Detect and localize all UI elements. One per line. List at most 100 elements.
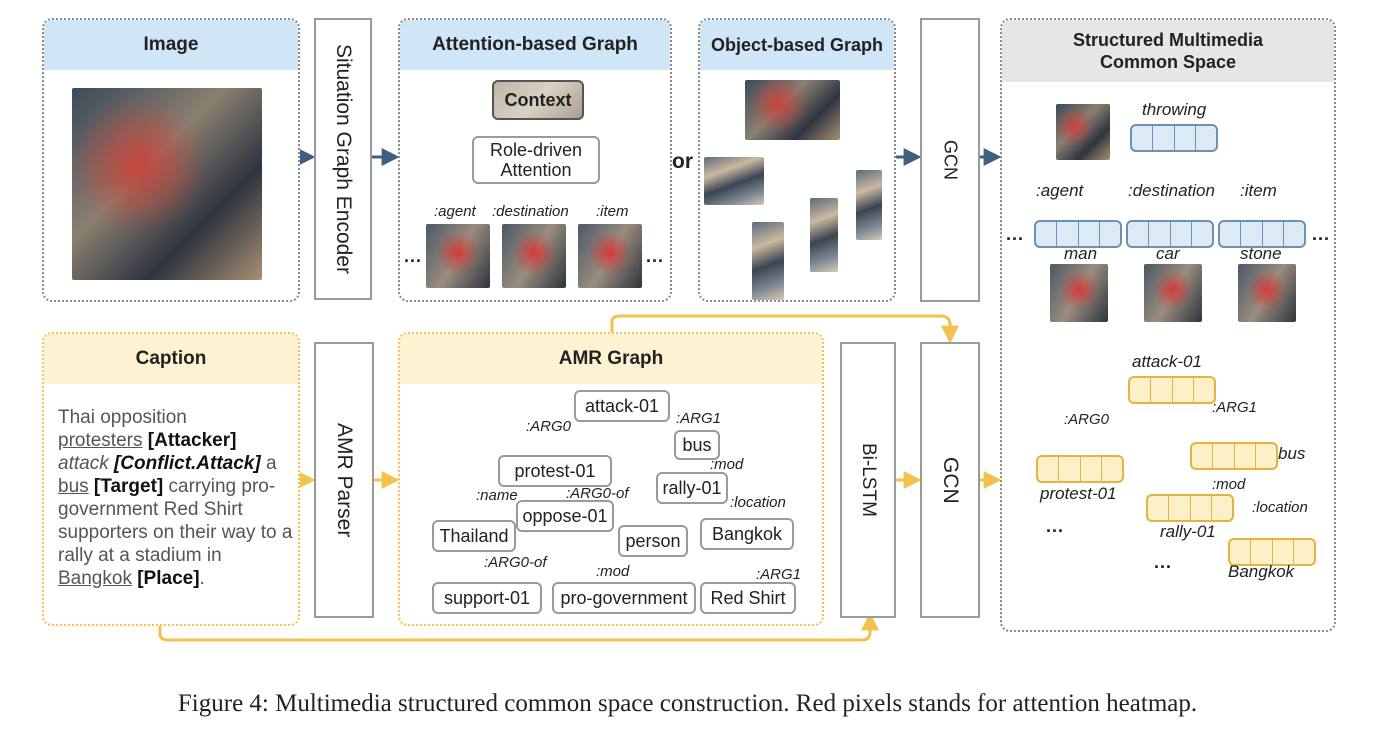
amr-node-bus: bus xyxy=(674,430,720,460)
amr-node-person: person xyxy=(618,525,688,557)
arg-car-vector xyxy=(1126,220,1214,248)
image-panel: Image xyxy=(42,18,300,302)
figure-caption: Figure 4: Multimedia structured common s… xyxy=(177,690,1198,717)
bilstm-label: Bi-LSTM xyxy=(858,443,879,517)
amr-edge-location: :location xyxy=(730,494,786,511)
object-crop-1 xyxy=(704,157,764,205)
cs-ellipsis-right: ... xyxy=(1312,224,1331,244)
role-driven-attention-node: Role-driven Attention xyxy=(472,136,600,184)
amr-edge-mod: :mod xyxy=(710,456,744,473)
amr-edge-arg0of: :ARG0-of xyxy=(566,485,629,502)
amr-edge-arg1: :ARG1 xyxy=(676,410,722,427)
object-crop-4 xyxy=(856,170,882,240)
cs-ellipsis-yellow-1: ... xyxy=(1046,516,1065,536)
amr-node-redshirt: Red Shirt xyxy=(700,582,796,614)
role-label-agent: :agent xyxy=(434,203,476,220)
encoder-label: Situation Graph Encoder xyxy=(332,44,355,274)
arg-stone-label: stone xyxy=(1240,244,1282,263)
common-space-title: Structured Multimedia Common Space xyxy=(1002,20,1334,82)
amr-edge-arg1b: :ARG1 xyxy=(756,566,802,583)
cs-amr-root-vector xyxy=(1128,376,1216,404)
cs-bangkok-vector xyxy=(1228,538,1316,566)
gcn-bottom-label: GCN xyxy=(939,456,962,504)
situation-graph-encoder-box: Situation Graph Encoder xyxy=(314,18,372,300)
cs-protest-label: protest-01 xyxy=(1040,484,1117,503)
cs-edge-arg1: :ARG1 xyxy=(1212,399,1258,416)
caption-conflict-tag: [Conflict.Attack] xyxy=(113,453,261,474)
caption-protesters: protesters xyxy=(58,430,143,451)
attention-graph-panel: Attention-based Graph Context Role-drive… xyxy=(398,18,672,302)
arg-car-label: car xyxy=(1156,244,1180,263)
attention-map-destination xyxy=(502,224,566,288)
attention-graph-title: Attention-based Graph xyxy=(400,20,670,70)
or-label: or xyxy=(672,150,693,173)
arg-stone-heatmap xyxy=(1238,264,1296,322)
caption-place-tag: [Place] xyxy=(137,568,200,589)
amr-parser-box: AMR Parser xyxy=(314,342,374,618)
cs-edge-location: :location xyxy=(1252,499,1308,516)
common-space-scene-image xyxy=(1056,104,1110,160)
amr-edge-arg0of2: :ARG0-of xyxy=(484,554,547,571)
cs-bus-label: bus xyxy=(1278,444,1306,463)
cs-ellipsis-left: ... xyxy=(1006,224,1025,244)
caption-panel: Caption Thai opposition protesters [Atta… xyxy=(42,332,300,626)
cs-bus-vector xyxy=(1190,442,1278,470)
amr-node-rally: rally-01 xyxy=(656,472,728,504)
cs-rally-vector xyxy=(1146,494,1234,522)
amr-node-protest: protest-01 xyxy=(498,455,612,487)
caption-attacker-tag: [Attacker] xyxy=(147,430,237,451)
bilstm-box: Bi-LSTM xyxy=(840,342,896,618)
caption-t1: Thai opposition xyxy=(58,407,187,428)
amr-edge-arg0: :ARG0 xyxy=(526,418,572,435)
caption-title: Caption xyxy=(44,334,298,384)
gcn-top-box: GCN xyxy=(920,18,980,302)
amr-node-attack: attack-01 xyxy=(574,390,670,422)
role-label-item: :item xyxy=(596,203,629,220)
arg-man-heatmap xyxy=(1050,264,1108,322)
gcn-bottom-box: GCN xyxy=(920,342,980,618)
role-label-destination: :destination xyxy=(492,203,569,220)
caption-bangkok: Bangkok xyxy=(58,568,132,589)
object-scene-image xyxy=(745,80,840,140)
amr-node-oppose: oppose-01 xyxy=(516,500,614,532)
cs-role-item: :item xyxy=(1240,181,1277,200)
attention-map-agent xyxy=(426,224,490,288)
cs-bangkok-label: Bangkok xyxy=(1228,562,1295,581)
amr-parser-label: AMR Parser xyxy=(333,422,356,538)
cs-role-destination: :destination xyxy=(1128,181,1215,200)
cs-ellipsis-yellow-2: ... xyxy=(1154,552,1173,572)
amr-edge-mod2: :mod xyxy=(596,563,630,580)
cs-rally-label: rally-01 xyxy=(1160,522,1216,541)
caption-target-tag: [Target] xyxy=(93,476,164,497)
event-throwing-vector xyxy=(1130,124,1218,152)
arg-man-label: man xyxy=(1064,244,1098,263)
caption-a: a xyxy=(266,453,277,474)
object-crop-2 xyxy=(752,222,784,300)
caption-bus: bus xyxy=(58,476,89,497)
event-throwing-label: throwing xyxy=(1142,100,1207,119)
caption-t2: carrying pro-government Red Shirt suppor… xyxy=(58,476,293,566)
cs-edge-arg0: :ARG0 xyxy=(1064,411,1110,428)
arg-car-heatmap xyxy=(1144,264,1202,322)
caption-period: . xyxy=(199,568,205,589)
cs-role-agent: :agent xyxy=(1036,181,1084,200)
ellipsis-left: ... xyxy=(404,246,423,266)
cs-amr-root-label: attack-01 xyxy=(1132,352,1202,371)
role-attention-label: Role-driven Attention xyxy=(489,140,583,180)
amr-node-thailand: Thailand xyxy=(432,520,516,552)
arg-stone-vector xyxy=(1218,220,1306,248)
amr-node-support: support-01 xyxy=(432,582,542,614)
cs-protest-vector xyxy=(1036,455,1124,483)
caption-text: Thai opposition protesters [Attacker] at… xyxy=(58,406,298,590)
amr-edge-name: :name xyxy=(476,487,518,504)
context-node: Context xyxy=(492,80,584,120)
image-panel-title: Image xyxy=(44,20,298,70)
arg-man-vector xyxy=(1034,220,1122,248)
amr-node-progov: pro-government xyxy=(552,582,696,614)
cs-edge-mod: :mod xyxy=(1212,476,1246,493)
object-crop-3 xyxy=(810,198,838,272)
object-graph-title: Object-based Graph xyxy=(700,20,894,70)
caption-attack: attack xyxy=(58,453,109,474)
attention-map-item xyxy=(578,224,642,288)
amr-graph-title: AMR Graph xyxy=(400,334,822,384)
